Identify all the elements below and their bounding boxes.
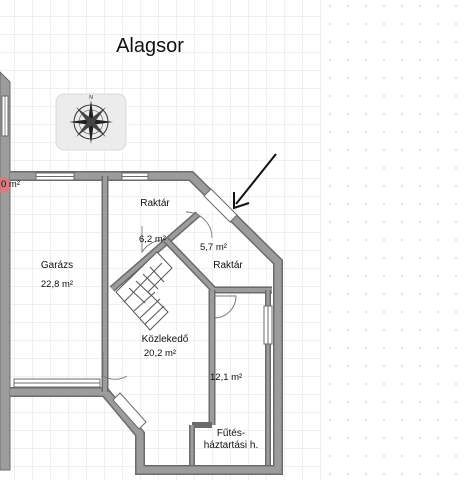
partial-area-marker: 0 m² <box>0 177 20 193</box>
windows <box>13 172 273 430</box>
room-raktar1-area: 6,2 m² <box>139 234 166 245</box>
room-raktar2-area: 5,7 m² <box>200 242 227 253</box>
room-kozlekedo-area: 20,2 m² <box>144 348 176 359</box>
room-garazs-name: Garázs <box>41 260 73 271</box>
stairs <box>115 251 173 331</box>
plan-title: Alagsor <box>116 35 184 57</box>
outer-walls <box>10 171 283 475</box>
room-raktar1-name: Raktár <box>140 198 170 209</box>
interior-walls <box>101 176 272 465</box>
room-futes-area: 12,1 m² <box>210 372 242 383</box>
left-partial-walls <box>0 71 11 471</box>
room-kozlekedo-name: Közlekedő <box>142 334 189 345</box>
arrow-pointer-icon <box>233 153 277 210</box>
room-raktar2-name: Raktár <box>213 260 243 271</box>
room-futes-name-line2: háztartási h. <box>204 440 258 451</box>
compass-rose-icon: N <box>55 93 127 151</box>
svg-text:N: N <box>89 95 93 101</box>
doors <box>102 211 237 380</box>
room-garazs-area: 22,8 m² <box>41 279 73 290</box>
partial-area-label: 0 m² <box>1 179 20 190</box>
room-futes-name-line1: Fűtés- <box>217 428 245 439</box>
dot-grid-background <box>322 0 464 480</box>
